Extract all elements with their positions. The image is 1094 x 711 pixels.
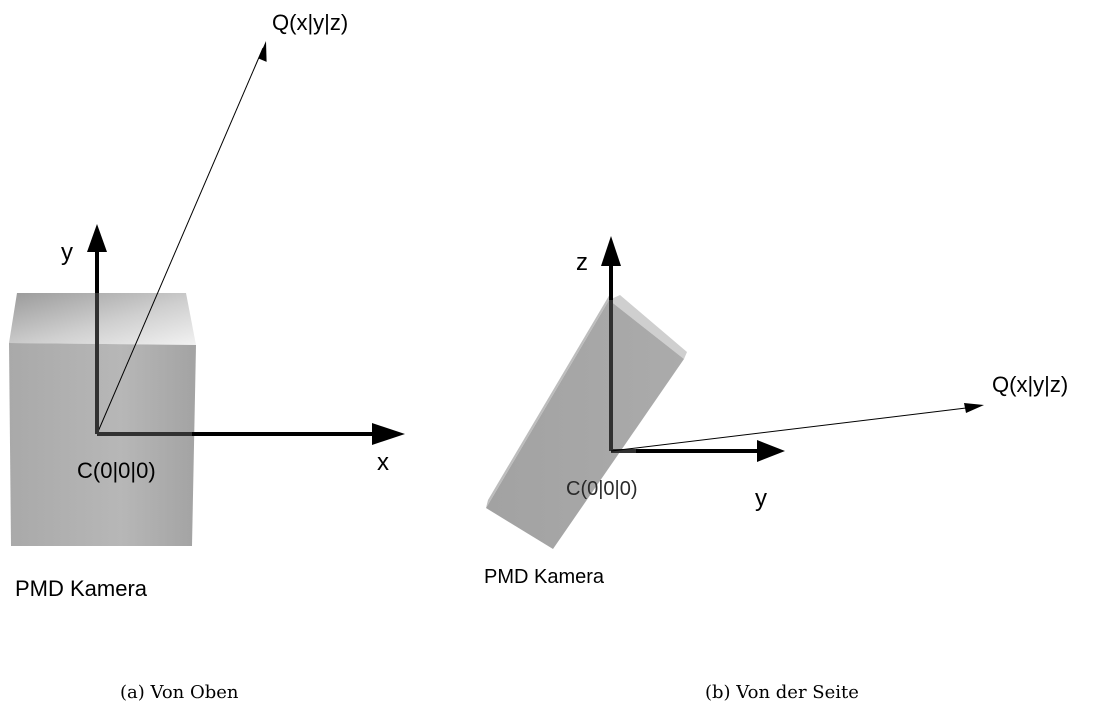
y-axis-side-label: y	[755, 485, 767, 512]
origin-label-side: C(0|0|0)	[566, 478, 638, 500]
camera-label-side: PMD Kamera	[484, 566, 605, 588]
ray-to-q-side-arrowhead	[964, 403, 984, 413]
x-axis-arrowhead	[372, 423, 405, 445]
y-axis-arrowhead	[87, 224, 107, 252]
ray-to-q	[96, 47, 264, 435]
z-axis-label: z	[576, 249, 588, 276]
y-axis-side-arrowhead	[757, 440, 785, 462]
panel-side-view: Q(x|y|z) z y C(0|0|0) PMD Kamera (b) Von…	[484, 236, 1068, 703]
axis-overlay-in-slab	[609, 300, 636, 453]
camera-slab-side-view	[486, 294, 687, 549]
caption-panel-a: (a) Von Oben	[120, 682, 239, 703]
ray-to-q-side	[610, 407, 967, 452]
axis-overlay-in-box	[95, 293, 192, 436]
origin-label: C(0|0|0)	[77, 458, 156, 483]
point-q-label: Q(x|y|z)	[272, 10, 348, 35]
camera-box-top-view	[9, 293, 196, 546]
y-axis-label: y	[61, 239, 73, 266]
caption-panel-b: (b) Von der Seite	[705, 682, 859, 703]
ray-to-q-arrowhead	[258, 41, 267, 62]
x-axis-label: x	[377, 449, 389, 476]
camera-label: PMD Kamera	[15, 576, 148, 601]
z-axis-arrowhead	[601, 236, 621, 266]
point-q-label-side: Q(x|y|z)	[992, 372, 1068, 397]
panel-top-view: Q(x|y|z) y x C(0|0|0) PMD Kamera (a) Von…	[9, 10, 405, 703]
